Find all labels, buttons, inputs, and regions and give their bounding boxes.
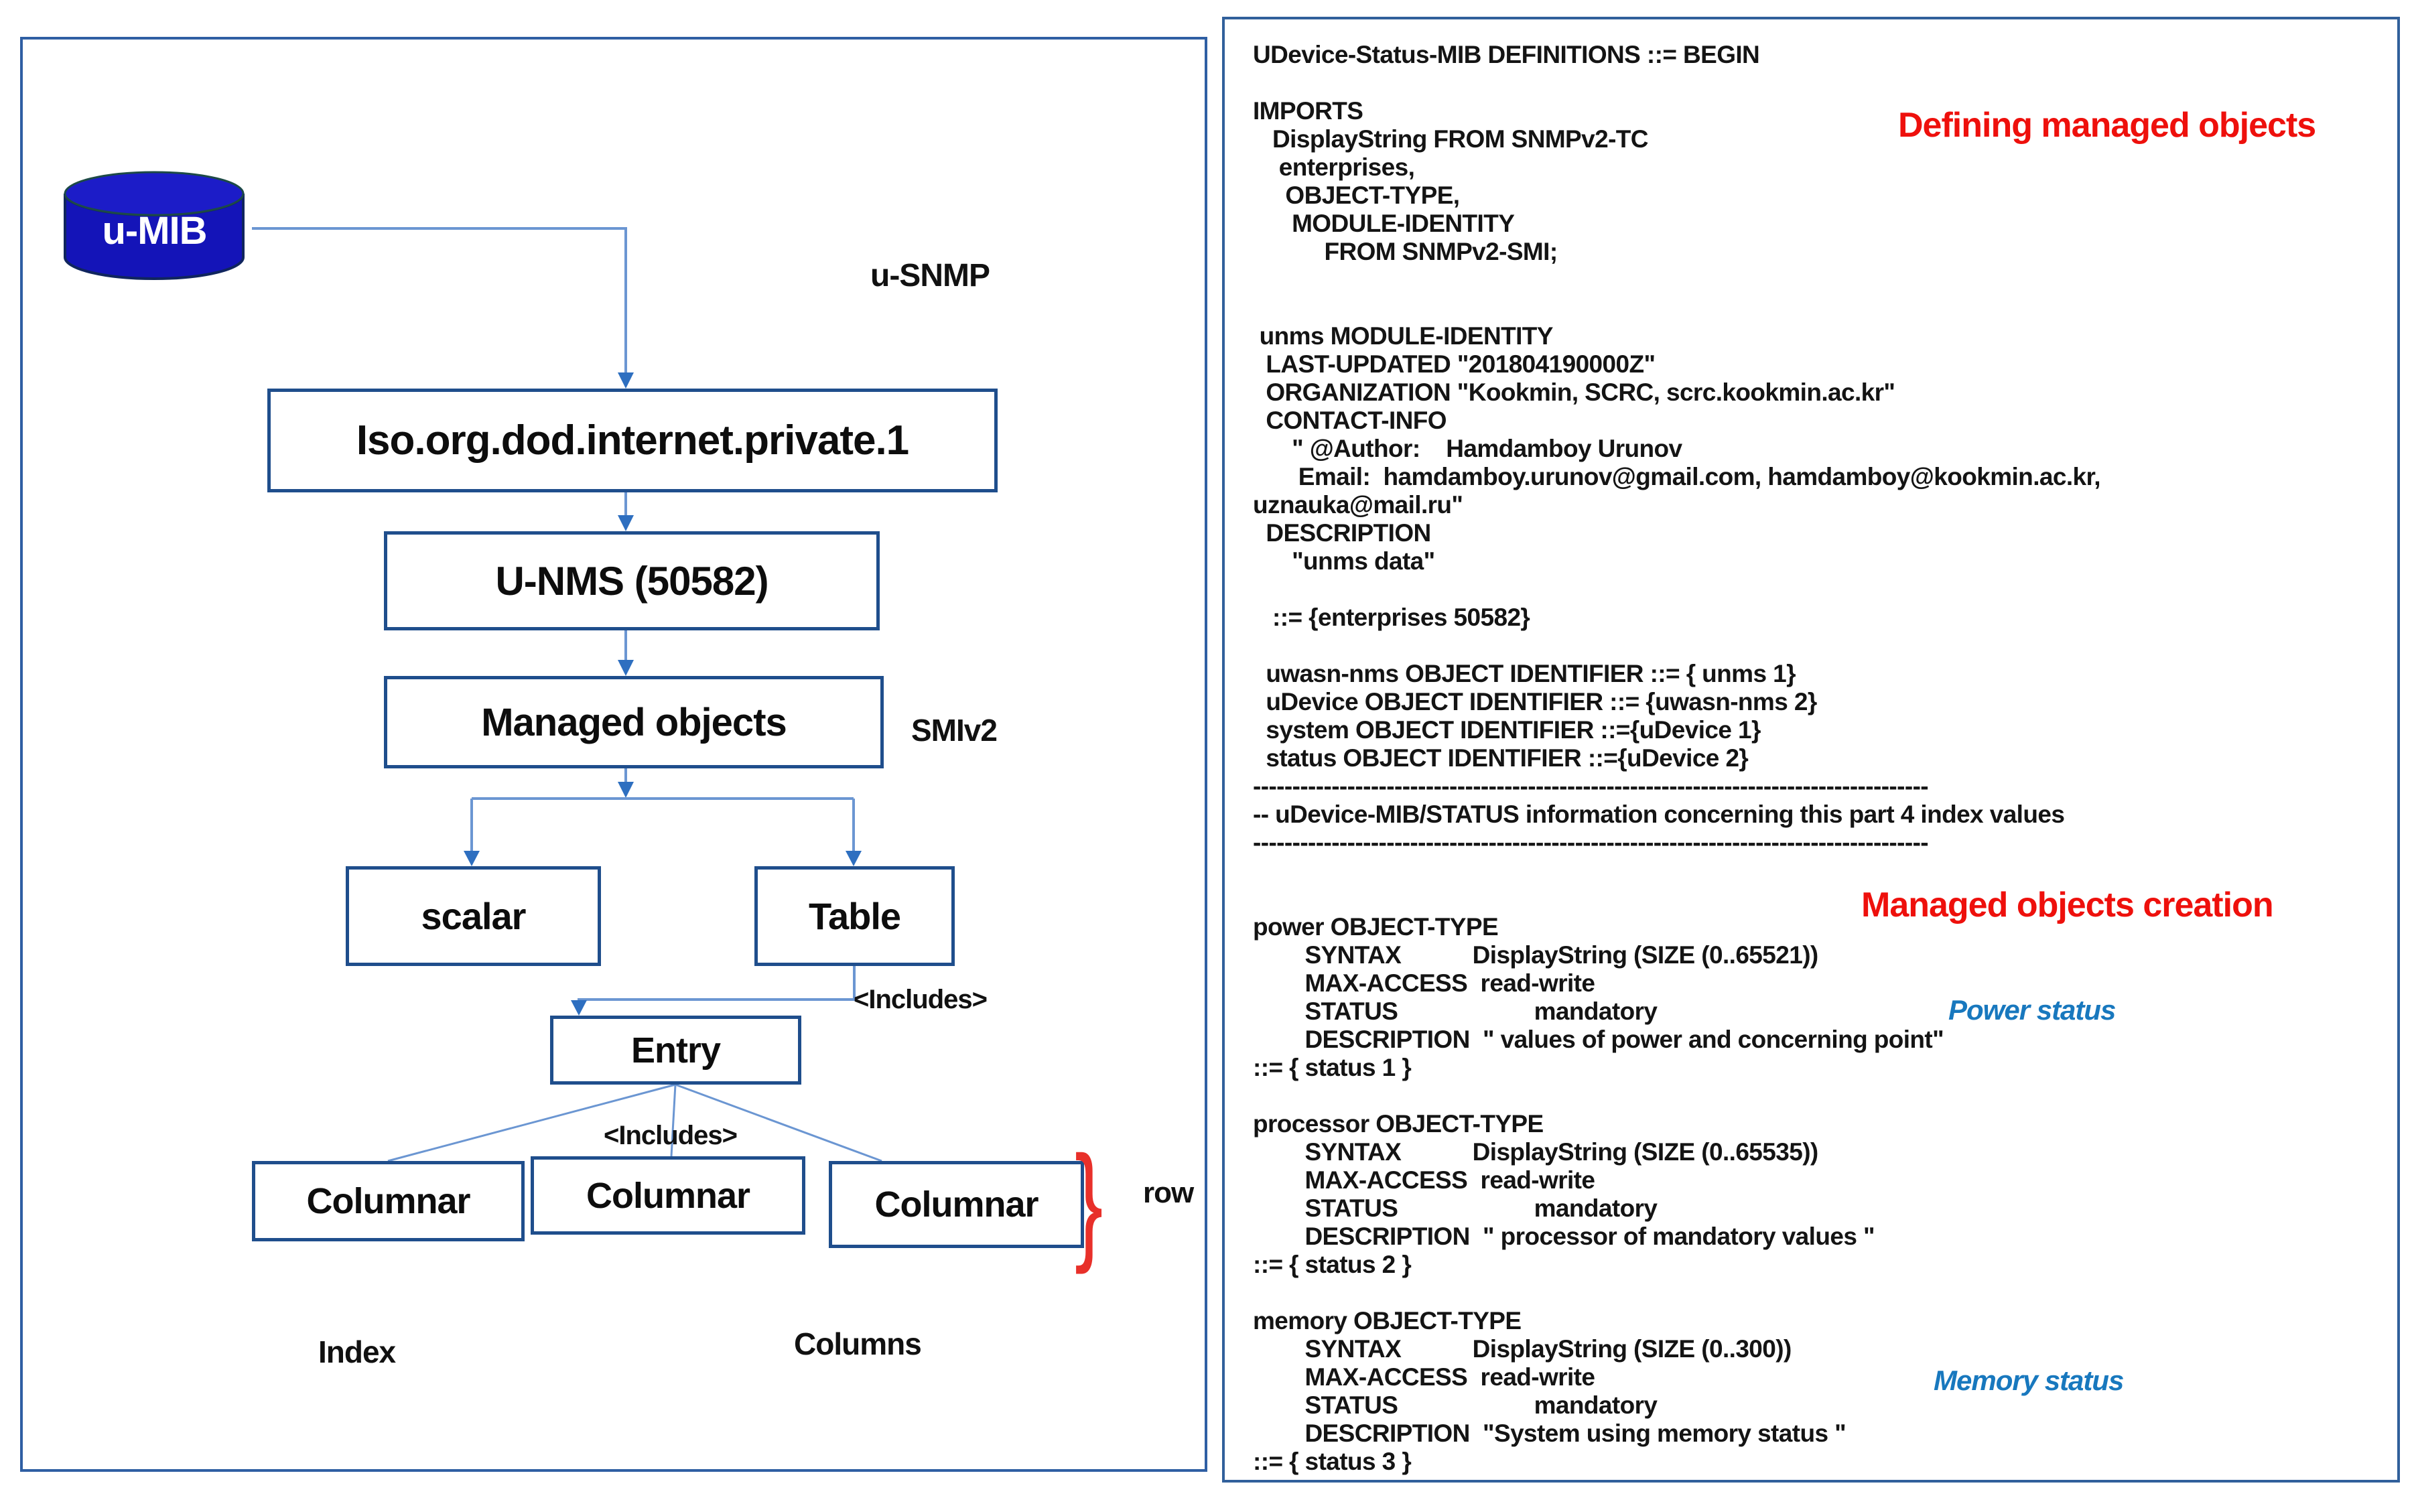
umib-cylinder: u-MIB (60, 167, 249, 284)
code-line: ORGANIZATION "Kookmin, SCRC, scrc.kookmi… (1253, 379, 1895, 406)
code-line (1253, 69, 2100, 97)
code-line (1253, 857, 2100, 885)
code-line (1253, 575, 2100, 604)
code-line: LAST-UPDATED "201804190000Z" (1253, 350, 1656, 378)
smiv2-label: SMIv2 (911, 713, 998, 748)
code-line: ::= { status 3 } (1253, 1448, 1412, 1475)
u-snmp-label: u-SNMP (870, 258, 990, 293)
code-line: processor OBJECT-TYPE (1253, 1110, 1544, 1138)
code-line: FROM SNMPv2-SMI; (1253, 238, 1558, 265)
code-line: enterprises, (1253, 153, 1415, 181)
defining-managed-objects-heading: Defining managed objects (1898, 106, 2316, 145)
node-columnar-1: Columnar (252, 1161, 525, 1241)
managed-objects-creation-heading: Managed objects creation (1861, 886, 2274, 924)
node-table: Table (754, 866, 955, 966)
code-line: memory OBJECT-TYPE (1253, 1307, 1522, 1334)
code-line (1253, 294, 2100, 322)
code-line: DESCRIPTION " values of power and concer… (1253, 1026, 1944, 1053)
node-scalar: scalar (346, 866, 601, 966)
code-line: MODULE-IDENTITY (1253, 210, 1515, 237)
code-line: uznauka@mail.ru" (1253, 491, 1463, 519)
row-brace-icon: } (1075, 1129, 1103, 1275)
code-line: MAX-ACCESS read-write (1253, 1166, 1595, 1194)
code-line: "unms data" (1253, 547, 1435, 575)
memory-status-annotation: Memory status (1934, 1365, 2124, 1396)
code-line: ----------------------------------------… (1253, 772, 1929, 800)
cylinder-label: u-MIB (102, 209, 207, 253)
code-line: STATUS mandatory (1253, 1391, 1658, 1419)
row-label: row (1143, 1176, 1194, 1209)
code-line: " @Author: Hamdamboy Urunov (1253, 435, 1682, 462)
node-unms: U-NMS (50582) (384, 531, 880, 630)
code-line: STATUS mandatory (1253, 1194, 1658, 1222)
code-line: uwasn-nms OBJECT IDENTIFIER ::= { unms 1… (1253, 660, 1796, 687)
node-entry: Entry (550, 1016, 801, 1085)
mib-tree-panel: u-MIB u-SNMP Iso.org.dod.internet.privat… (20, 37, 1207, 1472)
code-line: -- uDevice-MIB/STATUS information concer… (1253, 801, 2065, 828)
code-line: IMPORTS (1253, 97, 1363, 125)
code-line: OBJECT-TYPE, (1253, 182, 1460, 209)
code-line: MAX-ACCESS read-write (1253, 969, 1595, 997)
code-line: unms MODULE-IDENTITY (1253, 322, 1554, 350)
index-label: Index (318, 1334, 396, 1369)
code-line: status OBJECT IDENTIFIER ::={uDevice 2} (1253, 744, 1749, 772)
node-columnar-3: Columnar (829, 1161, 1084, 1248)
code-block: UDevice-Status-MIB DEFINITIONS ::= BEGIN… (1253, 41, 2101, 1476)
code-line: CONTACT-INFO (1253, 407, 1447, 434)
code-line (1253, 1279, 2100, 1307)
code-line: SYNTAX DisplayString (SIZE (0..300)) (1253, 1335, 1792, 1363)
code-line: ::= { status 1 } (1253, 1054, 1412, 1081)
includes-table-label: <Includes> (854, 985, 988, 1014)
code-line: ::= { status 2 } (1253, 1251, 1412, 1278)
code-line: power OBJECT-TYPE (1253, 913, 1499, 941)
code-line: DESCRIPTION (1253, 519, 1431, 547)
code-line (1253, 1082, 2100, 1110)
code-line: SYNTAX DisplayString (SIZE (0..65521)) (1253, 941, 1818, 969)
code-line: system OBJECT IDENTIFIER ::={uDevice 1} (1253, 716, 1761, 744)
columns-label: Columns (794, 1326, 922, 1361)
connector-lines (252, 227, 882, 1162)
code-line: ----------------------------------------… (1253, 829, 1929, 856)
code-line: DESCRIPTION "System using memory status … (1253, 1420, 1847, 1447)
power-status-annotation: Power status (1948, 994, 2116, 1026)
code-line: DESCRIPTION " processor of mandatory val… (1253, 1223, 1875, 1250)
code-line (1253, 266, 2100, 294)
database-cylinder-icon (64, 171, 245, 280)
mib-definition-panel: UDevice-Status-MIB DEFINITIONS ::= BEGIN… (1222, 17, 2400, 1483)
node-managed-objects: Managed objects (384, 676, 884, 768)
code-line: MAX-ACCESS read-write (1253, 1363, 1595, 1391)
code-line: uDevice OBJECT IDENTIFIER ::= {uwasn-nms… (1253, 688, 1817, 715)
node-columnar-2: Columnar (531, 1156, 805, 1235)
code-line: STATUS mandatory (1253, 998, 1658, 1025)
includes-entry-label: <Includes> (604, 1121, 738, 1150)
code-line: Email: hamdamboy.urunov@gmail.com, hamda… (1253, 463, 2101, 490)
code-line: UDevice-Status-MIB DEFINITIONS ::= BEGIN (1253, 41, 1760, 68)
code-line: ::= {enterprises 50582} (1253, 604, 1530, 631)
code-line: SYNTAX DisplayString (SIZE (0..65535)) (1253, 1138, 1818, 1166)
code-line (1253, 632, 2100, 660)
code-line: DisplayString FROM SNMPv2-TC (1253, 125, 1648, 153)
node-iso-root: Iso.org.dod.internet.private.1 (267, 389, 998, 492)
